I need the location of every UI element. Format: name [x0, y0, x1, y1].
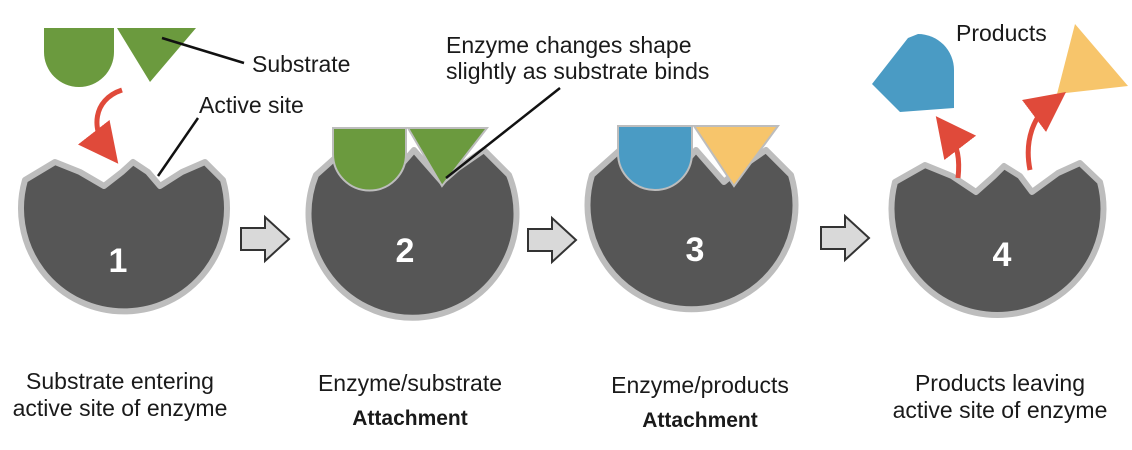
step-number-3: 3	[686, 231, 705, 269]
substrate-triangle-2	[406, 127, 490, 188]
step-arrow-1	[240, 214, 291, 264]
substrate-half-circle-1	[44, 28, 114, 87]
stage-4: 4	[872, 24, 1128, 319]
product-blue-released	[872, 34, 954, 112]
caption-step-3: Enzyme/products Attachment	[580, 372, 820, 434]
shape-change-callout-line	[445, 87, 561, 179]
leaving-arrow-left	[935, 116, 977, 179]
substrate-triangle-1	[117, 28, 196, 82]
stage-1: 1	[18, 28, 245, 315]
leaving-arrow-right	[1021, 91, 1066, 171]
shape-change-label-line-2: slightly as substrate binds	[446, 58, 710, 84]
stage-3: 3	[584, 125, 799, 313]
caption-step-4-line-2: active site of enzyme	[892, 397, 1108, 423]
active-site-label: Active site	[199, 92, 304, 118]
caption-step-4: Products leaving active site of enzyme	[872, 370, 1128, 424]
product-half-circle-3	[617, 125, 693, 191]
product-triangle-3	[692, 125, 780, 188]
enzyme-1	[18, 159, 230, 315]
caption-step-2: Enzyme/substrate Attachment	[290, 370, 530, 432]
step-number-1: 1	[109, 242, 128, 280]
caption-step-1-line-1: Substrate entering	[26, 368, 214, 394]
stage-2: 2	[305, 87, 561, 321]
caption-step-4-line-1: Products leaving	[914, 370, 1086, 396]
products-label: Products	[956, 20, 1047, 46]
step-arrow-3	[820, 213, 871, 263]
caption-step-3-subcaption: Attachment	[642, 409, 758, 432]
substrate-label: Substrate	[252, 51, 351, 77]
entering-arrow	[77, 87, 123, 164]
step-arrow-2	[527, 215, 578, 265]
enzyme-4	[888, 160, 1107, 319]
caption-step-1-line-2: active site of enzyme	[12, 395, 228, 421]
shape-change-label: Enzyme changes shape slightly as substra…	[446, 32, 709, 84]
caption-step-3-line-1: Enzyme/products	[611, 372, 789, 398]
substrate-half-circle-2	[332, 127, 407, 192]
active-site-callout-line	[156, 117, 200, 177]
substrate-callout-line	[161, 36, 245, 65]
enzyme-3	[584, 147, 799, 313]
caption-step-2-line-1: Enzyme/substrate	[317, 370, 503, 396]
step-number-2: 2	[396, 232, 415, 270]
enzyme-2	[305, 147, 520, 321]
caption-step-1: Substrate entering active site of enzyme	[0, 368, 240, 422]
product-yellow-released	[1057, 24, 1128, 94]
shape-change-label-line-1: Enzyme changes shape	[446, 32, 692, 58]
step-number-4: 4	[993, 236, 1012, 274]
caption-step-2-subcaption: Attachment	[352, 407, 468, 430]
